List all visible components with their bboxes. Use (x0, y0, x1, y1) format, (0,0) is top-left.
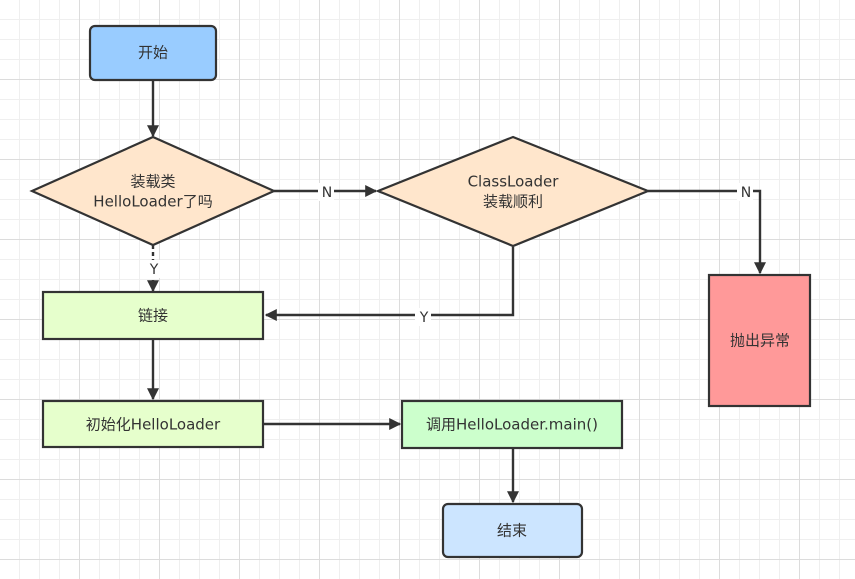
node-end[interactable]: 结束 (441, 502, 584, 559)
throw-label: 抛出异常 (730, 332, 790, 350)
node-link[interactable]: 链接 (41, 290, 265, 341)
end-box (441, 502, 584, 559)
node-throw[interactable]: 抛出异常 (707, 273, 812, 408)
edge-classloader-yes-to-link (264, 247, 515, 321)
node-init[interactable]: 初始化HelloLoader (41, 399, 265, 449)
node-decision-classloader[interactable]: ClassLoader 装载顺利 (375, 135, 651, 248)
call-main-box (400, 399, 624, 450)
edge-classloader-no-to-throw (648, 189, 766, 275)
edges: N Y N Y (145, 80, 766, 504)
decision-load-label-line2: HelloLoader了吗 (93, 193, 212, 211)
init-label: 初始化HelloLoader (86, 416, 221, 434)
decision-load-label-line1: 装载类 (130, 173, 175, 191)
node-call-main[interactable]: 调用HelloLoader.main() (400, 399, 624, 450)
link-label: 链接 (138, 307, 168, 325)
decision-classloader-label-line2: 装载顺利 (483, 193, 543, 211)
decision-classloader-label-line1: ClassLoader (468, 173, 560, 191)
node-start[interactable]: 开始 (88, 24, 218, 82)
edge-label-load-no: N (322, 185, 332, 201)
call-main-label: 调用HelloLoader.main() (426, 416, 598, 434)
decision-classloader-diamond (375, 135, 651, 248)
start-label: 开始 (138, 44, 168, 62)
edge-label-classloader-no: N (741, 185, 751, 201)
end-label: 结束 (497, 522, 527, 540)
node-decision-load[interactable]: 装载类 HelloLoader了吗 (29, 135, 277, 247)
init-box (41, 399, 265, 449)
edge-label-classloader-yes: Y (419, 310, 429, 326)
throw-box (707, 273, 812, 408)
link-box (41, 290, 265, 341)
decision-load-diamond (29, 135, 277, 247)
edge-label-load-yes: Y (149, 262, 159, 278)
start-box (88, 24, 218, 82)
